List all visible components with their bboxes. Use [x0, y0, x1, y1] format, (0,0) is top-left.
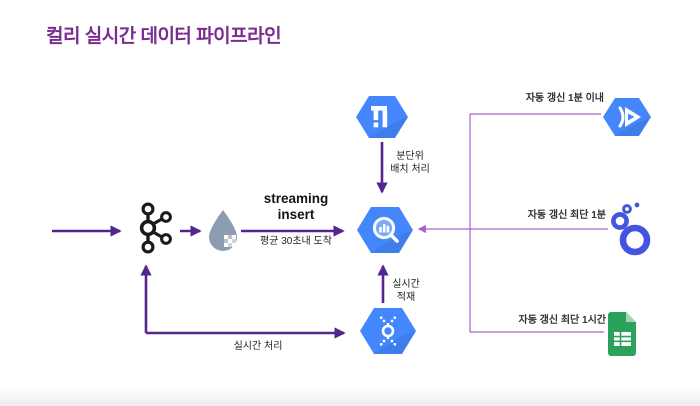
consumer-label-1: 자동 갱신 1분 이내 [525, 93, 604, 104]
bigquery-magnifier [372, 216, 399, 243]
avg-arrival-label: 평균 30초내 도착 [260, 236, 332, 247]
realtime-processing-label: 실시간 처리 [233, 341, 283, 352]
consumer-label-3: 자동 갱신 최단 1시간 [518, 315, 607, 326]
minute-batch-label: 분단위 배치 처리 [390, 151, 430, 175]
realtime-load-label: 실시간 적재 [392, 279, 420, 303]
consumer-label-2: 자동 갱신 최단 1분 [527, 210, 606, 221]
looker-rings-icon [611, 202, 651, 256]
batch-transfer-hexagon-icon [356, 96, 408, 138]
paper-plane-hexagon-icon [603, 98, 651, 136]
google-sheets-icon [608, 312, 636, 356]
bigquery-icon [357, 207, 413, 253]
page-title: 컬리 실시간 데이터 파이프라인 [46, 26, 282, 47]
dna-helix-glyph [380, 316, 396, 346]
sheets-grid [614, 332, 631, 346]
kafka-icon [139, 202, 172, 254]
dna-helix-hexagon-icon [360, 308, 416, 354]
streaming-insert-label: streaming insert [263, 191, 329, 223]
paper-plane-glyph [618, 106, 641, 128]
batch-transfer-glyph [371, 106, 388, 128]
bottom-fade-strip [0, 386, 700, 406]
data-droplet-icon [209, 210, 237, 251]
droplet-pixel-grid [224, 235, 236, 247]
